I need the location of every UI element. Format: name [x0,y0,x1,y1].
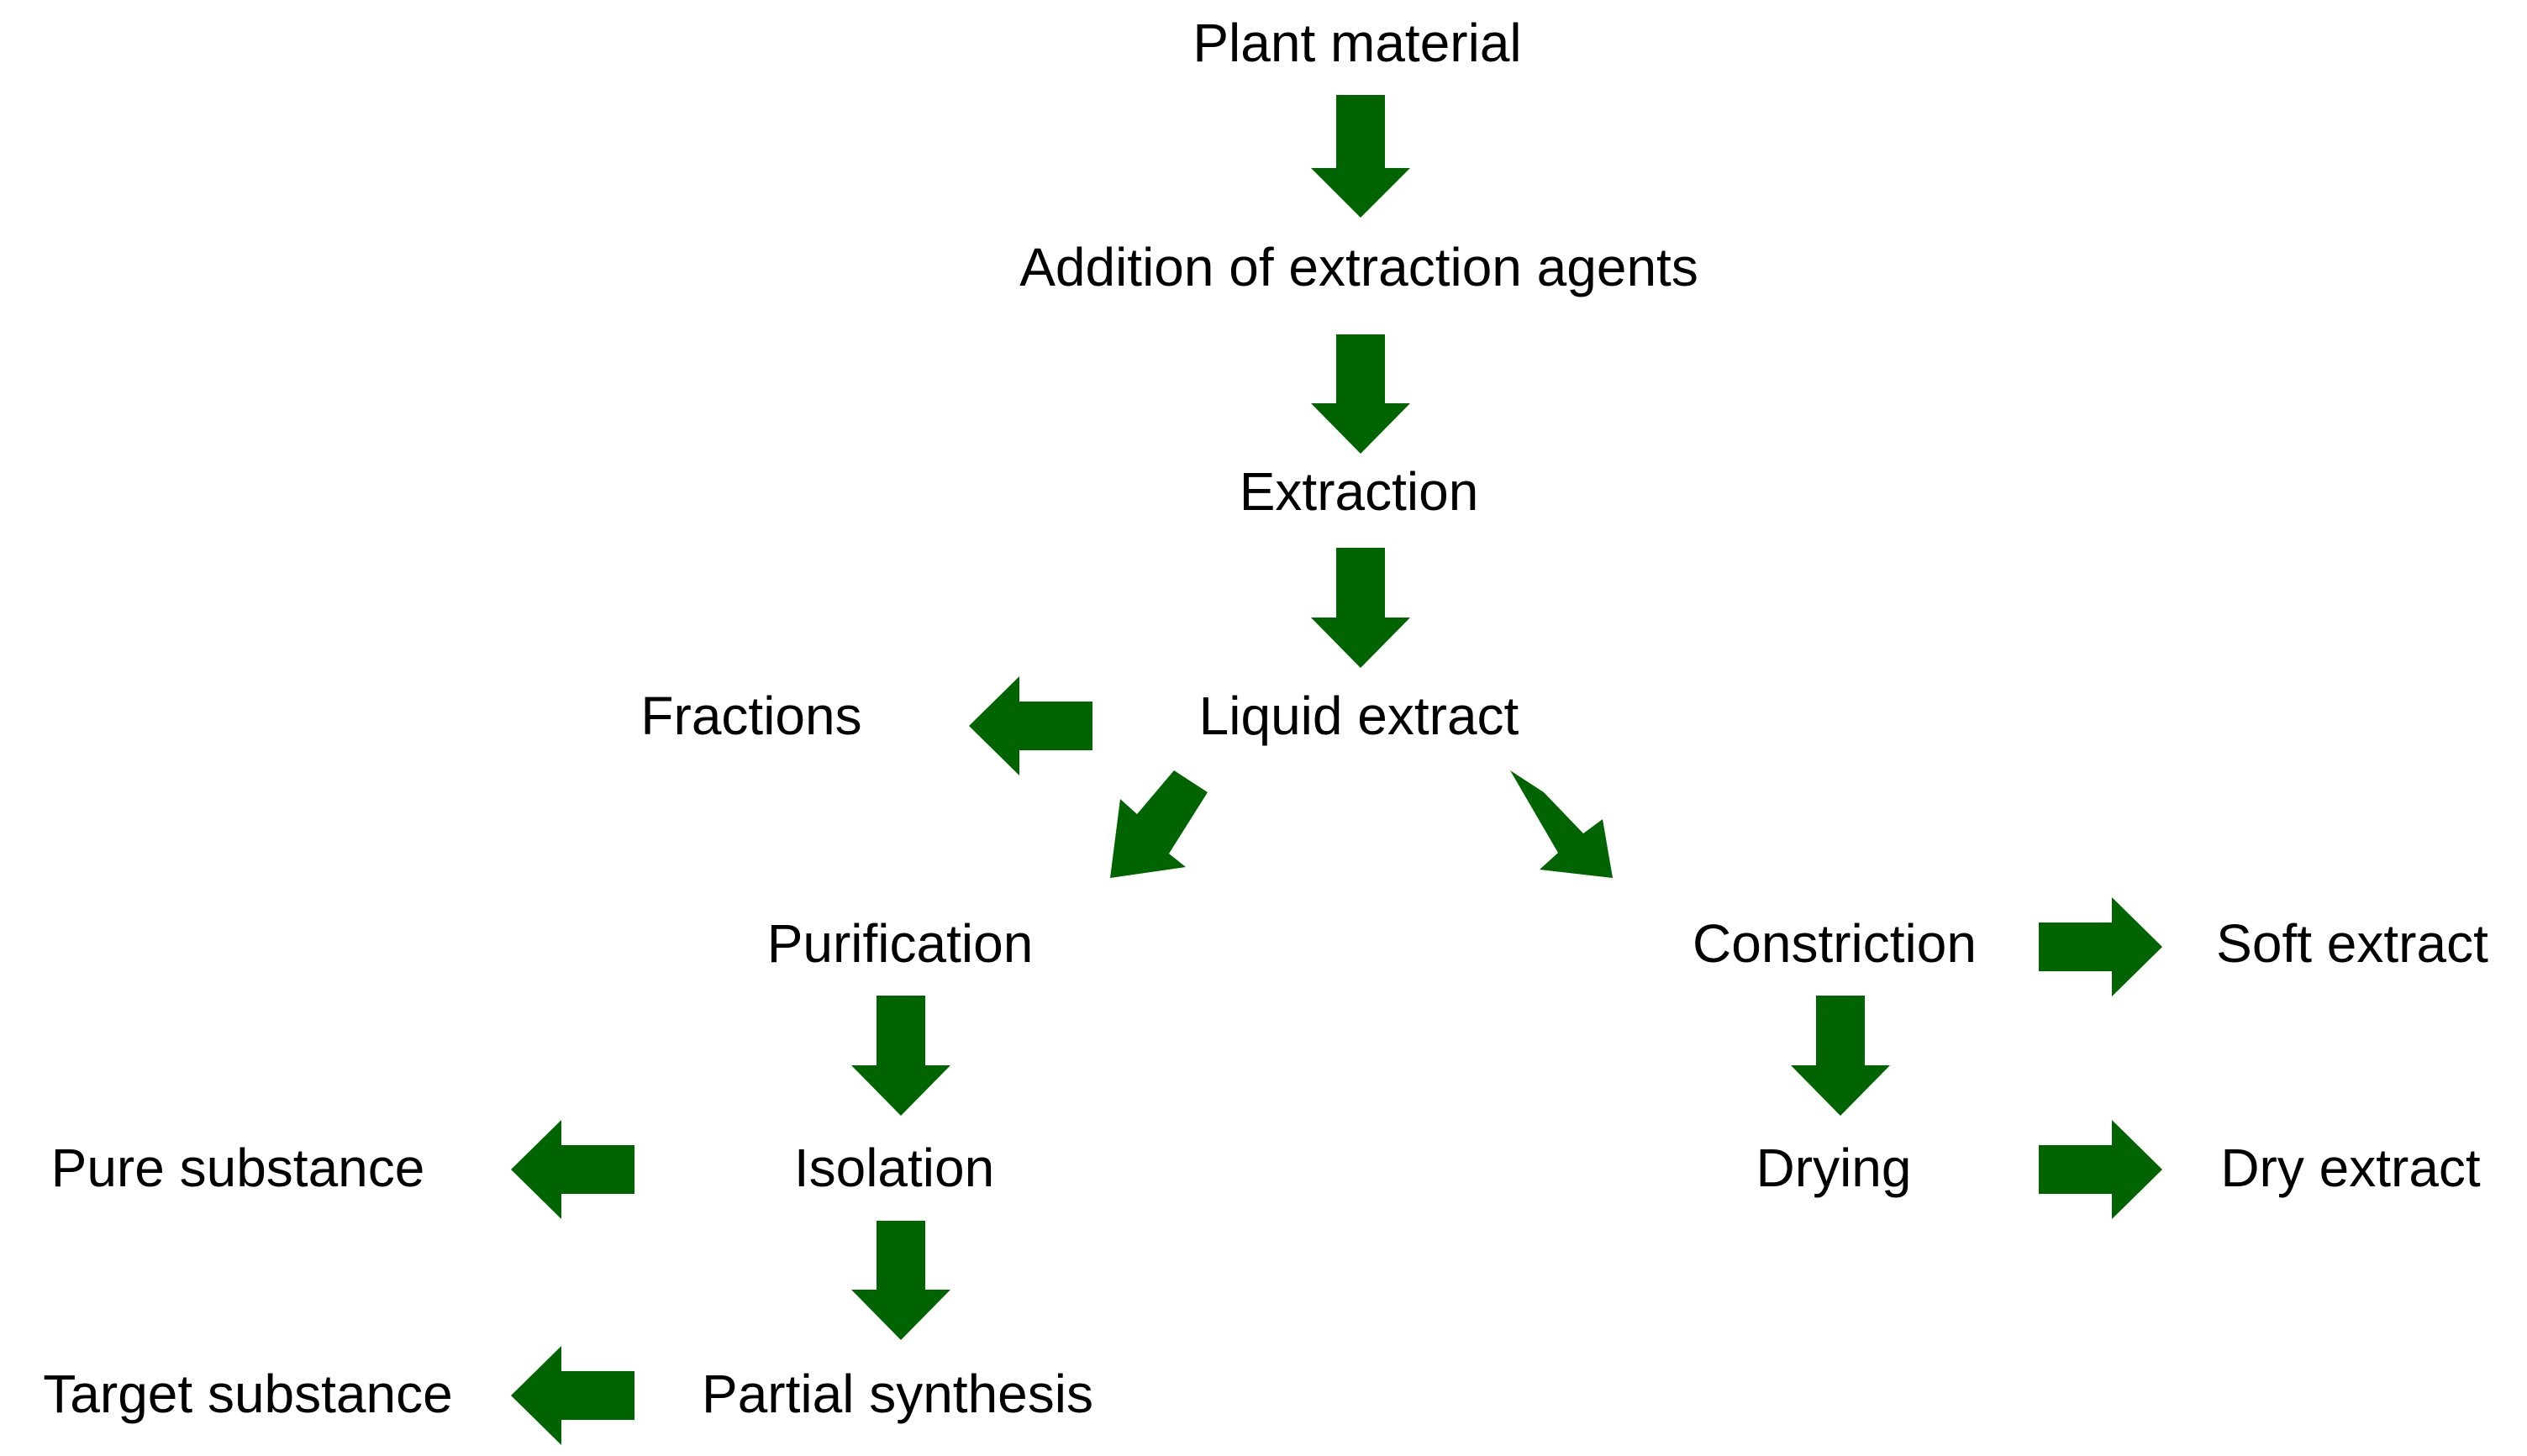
node-pure-substance: Pure substance [51,1138,425,1198]
arrow-down-icon [851,996,950,1116]
node-addition-of-extraction-agents: Addition of extraction agents [1019,237,1698,297]
node-soft-extract: Soft extract [2216,913,2488,974]
arrow-down-icon [1791,996,1890,1116]
node-liquid-extract: Liquid extract [1199,686,1519,746]
node-fractions: Fractions [640,686,861,746]
arrow-down-icon [1311,548,1410,668]
arrow-down-icon [1311,95,1410,218]
node-extraction: Extraction [1240,461,1479,522]
arrow-down-icon [851,1221,950,1340]
node-partial-synthesis: Partial synthesis [702,1364,1093,1424]
arrow-down-icon [1311,334,1410,454]
node-constriction: Constriction [1693,913,1977,974]
arrow-down-right-icon [1510,770,1613,878]
arrow-right-icon [2039,1120,2162,1219]
arrow-left-icon [511,1346,634,1445]
node-dry-extract: Dry extract [2220,1138,2481,1198]
arrow-down-left-icon [1110,770,1208,878]
arrow-left-icon [969,676,1092,775]
node-purification: Purification [767,913,1034,974]
node-plant-material: Plant material [1192,13,1521,73]
node-drying: Drying [1756,1138,1912,1198]
arrow-left-icon [511,1120,634,1219]
arrow-right-icon [2039,897,2162,996]
node-target-substance: Target substance [43,1364,452,1424]
node-isolation: Isolation [794,1138,994,1198]
